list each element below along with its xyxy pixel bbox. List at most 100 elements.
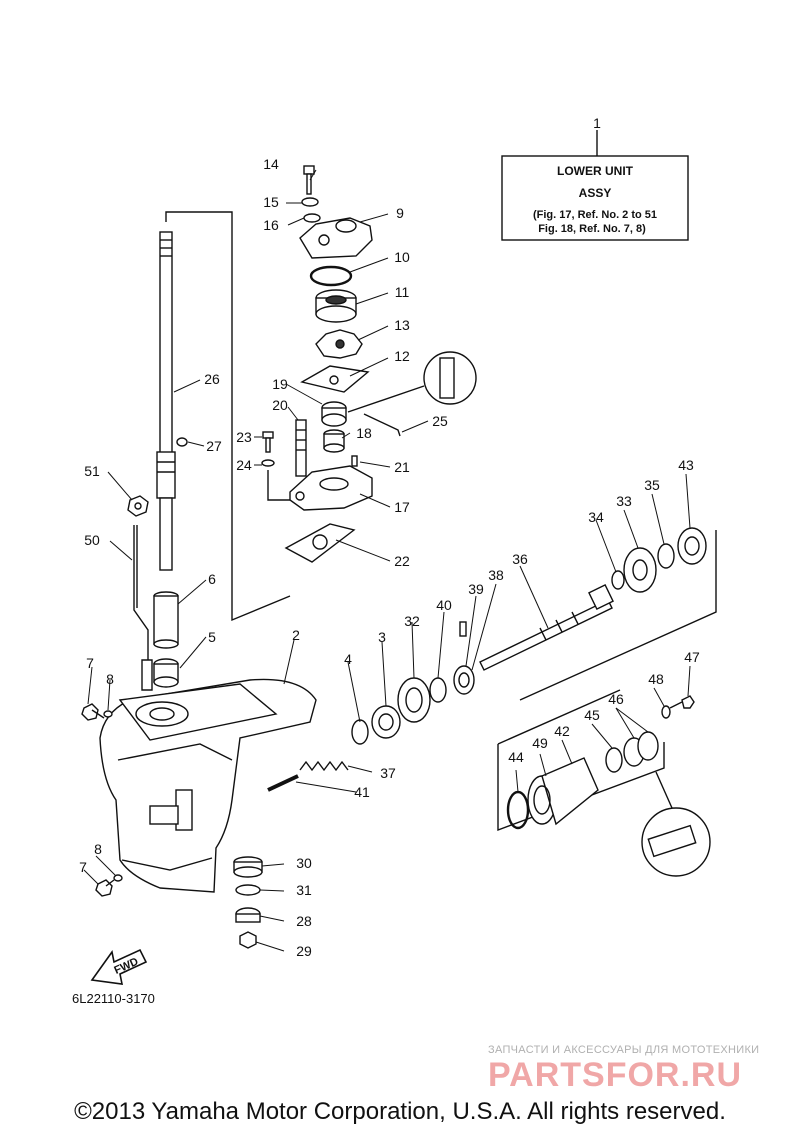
callout-17: 17 — [394, 499, 410, 515]
callout-45: 45 — [584, 707, 600, 723]
reverse-gear-33 — [623, 547, 657, 593]
nut-51 — [127, 495, 149, 517]
callout-35: 35 — [644, 477, 660, 493]
callout-41: 41 — [354, 784, 370, 800]
impeller-13 — [315, 329, 363, 359]
callout-2: 2 — [292, 627, 300, 643]
callout-27: 27 — [206, 438, 222, 454]
pinion-28 — [235, 907, 261, 923]
shim-40 — [429, 677, 447, 703]
callout-49: 49 — [532, 735, 548, 751]
grease-detail-lower — [641, 771, 711, 877]
drive-shaft — [156, 231, 176, 571]
assy-box-line1: LOWER UNIT — [557, 164, 634, 178]
callout-28: 28 — [296, 913, 312, 929]
copyright-footer: ©2013 Yamaha Motor Corporation, U.S.A. A… — [74, 1098, 726, 1125]
callout-33: 33 — [616, 493, 632, 509]
lower-case — [99, 678, 317, 893]
driveshaft-bracket — [165, 211, 291, 622]
outer-plate-12 — [300, 365, 370, 393]
callout-23: 23 — [236, 429, 252, 445]
washer-24 — [261, 459, 275, 467]
diagram-code: 6L22110-3170 — [72, 991, 155, 1006]
bearing-5 — [153, 658, 179, 688]
bolt-7-lower — [95, 879, 115, 897]
assy-box-line2: ASSY — [579, 186, 612, 200]
key-25 — [363, 413, 401, 437]
callout-8-lower: 8 — [94, 841, 102, 857]
shift-rod — [133, 525, 149, 670]
shim-4 — [351, 719, 369, 745]
watermark-tagline: ЗАПЧАСТИ И АКСЕССУАРЫ ДЛЯ МОТОТЕХНИКИ — [488, 1044, 760, 1056]
callout-38: 38 — [488, 567, 504, 583]
bearing-43 — [677, 527, 707, 565]
callout-20: 20 — [272, 397, 288, 413]
watermark-logo: PARTSFOR.RU — [488, 1056, 743, 1094]
gasket-22 — [284, 523, 356, 563]
callout-9: 9 — [396, 205, 404, 221]
shim-31 — [235, 884, 261, 896]
callout-10: 10 — [394, 249, 410, 265]
callout-12: 12 — [394, 348, 410, 364]
assy-box-line4: Fig. 18, Ref. No. 7, 8) — [538, 223, 646, 235]
pin-21 — [351, 455, 358, 467]
callout-25: 25 — [432, 413, 448, 429]
grease-detail-upper — [347, 351, 477, 413]
grommet-16 — [303, 213, 321, 223]
bolt-7-upper — [81, 703, 105, 721]
assy-box-line3: (Fig. 17, Ref. No. 2 to 51 — [533, 209, 657, 221]
propeller-shaft — [479, 584, 614, 671]
shim-35 — [657, 543, 675, 569]
dog-clutch-38 — [453, 665, 475, 695]
callout-7: 7 — [86, 655, 94, 671]
callout-51: 51 — [84, 463, 100, 479]
callout-32: 32 — [404, 613, 420, 629]
callout-14: 14 — [263, 156, 279, 172]
callout-13: 13 — [394, 317, 410, 333]
plunger-41 — [267, 774, 299, 792]
fwd-arrow — [90, 948, 148, 985]
forward-gear-32 — [397, 677, 431, 723]
callout-3: 3 — [378, 629, 386, 645]
callout-19: 19 — [272, 376, 288, 392]
pump-base-17 — [289, 465, 373, 511]
oil-seal-19 — [321, 401, 347, 427]
callout-44: 44 — [508, 749, 524, 765]
callout-15: 15 — [263, 194, 279, 210]
callout-4: 4 — [344, 651, 352, 667]
callout-37: 37 — [380, 765, 396, 781]
fwd-label: FWD — [112, 956, 140, 977]
callout-24: 24 — [236, 457, 252, 473]
bolt-14 — [303, 165, 315, 195]
bearing-45 — [605, 747, 623, 773]
spring-37 — [299, 760, 349, 772]
washer-48 — [661, 705, 671, 719]
oil-seals-46 — [623, 731, 659, 767]
callout-26: 26 — [204, 371, 220, 387]
o-ring-10 — [309, 265, 353, 287]
callout-6: 6 — [208, 571, 216, 587]
callout-48: 48 — [648, 671, 664, 687]
sleeve-6 — [153, 591, 179, 649]
water-tube-20 — [295, 419, 307, 477]
callout-5: 5 — [208, 629, 216, 645]
housing-49 — [527, 757, 599, 826]
callout-31: 31 — [296, 882, 312, 898]
pin-39 — [459, 621, 467, 637]
washer-34 — [611, 570, 625, 590]
callout-21: 21 — [394, 459, 410, 475]
pump-housing-9 — [299, 217, 373, 259]
callout-50: 50 — [84, 532, 100, 548]
insert-cartridge-11 — [315, 289, 357, 323]
callout-42: 42 — [554, 723, 570, 739]
callout-30: 30 — [296, 855, 312, 871]
callout-39: 39 — [468, 581, 484, 597]
pin-27 — [176, 437, 188, 447]
callout-8: 8 — [106, 671, 114, 687]
callout-47: 47 — [684, 649, 700, 665]
washer-15 — [301, 197, 319, 207]
washer-8-lower — [113, 874, 123, 882]
callout-36: 36 — [512, 551, 528, 567]
